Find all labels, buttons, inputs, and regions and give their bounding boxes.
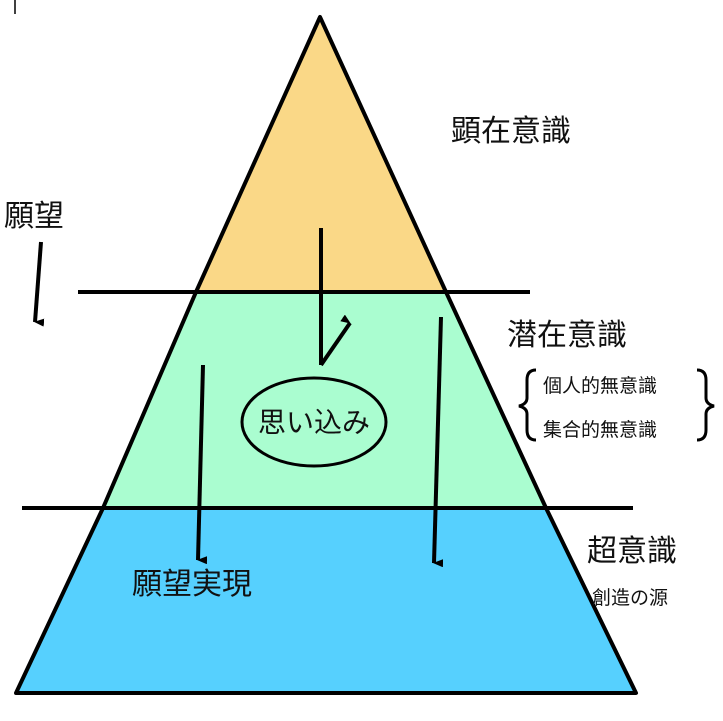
right-brace (696, 368, 715, 442)
collective-unconscious-label: 集合的無意識 (543, 419, 657, 441)
desire-label: 願望 (4, 199, 64, 234)
superconscious-label: 超意識 (587, 534, 677, 569)
desire-arrow (33, 241, 45, 327)
superconscious-layer (14, 506, 638, 695)
realization-label: 願望実現 (132, 567, 252, 602)
arrow-right-down (432, 316, 444, 568)
belief-label: 思い込み (258, 406, 370, 439)
conscious-label: 顕在意識 (451, 114, 571, 149)
subconscious-label: 潜在意識 (507, 318, 627, 353)
belief-arrow-head (319, 314, 352, 367)
left-brace (518, 368, 537, 442)
personal-unconscious-label: 個人的無意識 (543, 375, 657, 397)
arrow-left-down (196, 364, 208, 565)
subconscious-layer (101, 290, 548, 510)
belief-ellipse (240, 376, 388, 468)
superconscious-sub-label: 創造の源 (592, 587, 668, 609)
